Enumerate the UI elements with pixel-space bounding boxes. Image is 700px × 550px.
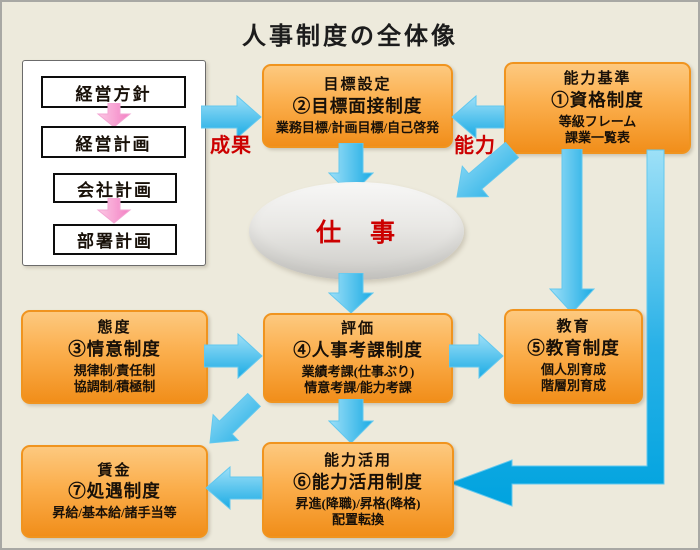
utilization-to-wage-arrow-icon bbox=[205, 465, 263, 511]
evaluation-system: ④人事考課制度 bbox=[293, 339, 423, 360]
box-ability-standard: 能力基準 ①資格制度 等級フレーム 課業一覧表 bbox=[504, 62, 691, 154]
attitude-to-evaluation-arrow-icon bbox=[204, 332, 263, 380]
pink-down-arrow-icon bbox=[96, 198, 132, 224]
attitude-detail: 協調制/積極制 bbox=[73, 378, 156, 394]
plan-box-dept-plan-label: 部署計画 bbox=[77, 232, 153, 251]
utilization-title: 能力活用 bbox=[323, 452, 392, 469]
goal-setting-detail: 業務目標/計画目標/自己啓発 bbox=[275, 119, 440, 135]
goal-setting-system: ②目標面接制度 bbox=[292, 95, 423, 116]
box-utilization: 能力活用 ⑥能力活用制度 昇進(降職)/昇格(降格) 配置転換 bbox=[262, 442, 454, 538]
wage-system: ⑦処遇制度 bbox=[68, 481, 161, 502]
utilization-detail: 昇進(降職)/昇格(降格) bbox=[295, 495, 421, 511]
ability-to-work-arrow-icon bbox=[456, 142, 520, 198]
attitude-system: ③情意制度 bbox=[68, 338, 161, 359]
box-goal-setting: 目標設定 ②目標面接制度 業務目標/計画目標/自己啓発 bbox=[262, 64, 453, 148]
results-label: 成果 bbox=[210, 135, 252, 157]
page-title: 人事制度の全体像 bbox=[242, 24, 458, 50]
plan-box-mgmt-plan: 経営計画 bbox=[41, 126, 186, 158]
management-plan-panel: 経営方針 経営計画 会社計画 部署計画 bbox=[22, 60, 206, 266]
goal-setting-title: 目標設定 bbox=[323, 77, 392, 94]
ability-label: 能力 bbox=[454, 135, 496, 157]
ability-standard-detail: 等級フレーム bbox=[558, 113, 637, 129]
utilization-detail: 配置転換 bbox=[331, 511, 384, 527]
wage-detail: 昇給/基本給/諸手当等 bbox=[52, 505, 177, 521]
plan-box-dept-plan: 部署計画 bbox=[53, 224, 177, 255]
plan-box-policy-label: 経営方針 bbox=[75, 84, 152, 104]
education-system: ⑤教育制度 bbox=[527, 338, 620, 359]
results-arrow-icon bbox=[201, 94, 262, 140]
work-to-evaluation-arrow-icon bbox=[328, 273, 374, 314]
ability-standard-system: ①資格制度 bbox=[551, 89, 644, 110]
pink-down-arrow-icon bbox=[96, 103, 132, 128]
ability-standard-title: 能力基準 bbox=[563, 70, 632, 87]
plan-box-mgmt-plan-label: 経営計画 bbox=[75, 134, 152, 154]
box-evaluation: 評価 ④人事考課制度 業績考課(仕事ぶり) 情意考課/能力考課 bbox=[263, 313, 453, 403]
education-detail: 階層別育成 bbox=[540, 378, 606, 394]
evaluation-detail: 業績考課(仕事ぶり) bbox=[301, 363, 415, 379]
attitude-detail: 規律制/責任制 bbox=[73, 362, 156, 378]
ability-to-utilization-connector-icon bbox=[448, 149, 665, 507]
ability-to-education-arrow-icon bbox=[549, 149, 595, 314]
evaluation-to-education-arrow-icon bbox=[449, 332, 504, 380]
evaluation-to-wage-arrow-icon bbox=[209, 392, 262, 444]
work-ellipse: 仕 事 bbox=[249, 182, 464, 280]
work-label: 仕 事 bbox=[315, 220, 397, 247]
evaluation-to-utilization-arrow-icon bbox=[328, 399, 374, 444]
ability-arrow-icon bbox=[451, 94, 505, 140]
evaluation-title: 評価 bbox=[340, 320, 375, 337]
education-title: 教育 bbox=[556, 319, 591, 336]
box-wage: 賃金 ⑦処遇制度 昇給/基本給/諸手当等 bbox=[21, 445, 208, 538]
wage-title: 賃金 bbox=[97, 462, 132, 479]
plan-box-company-plan-label: 会社計画 bbox=[77, 180, 153, 200]
ability-standard-detail: 課業一覧表 bbox=[564, 129, 630, 145]
attitude-title: 態度 bbox=[97, 319, 132, 336]
box-education: 教育 ⑤教育制度 個人別育成 階層別育成 bbox=[504, 309, 643, 404]
box-attitude: 態度 ③情意制度 規律制/責任制 協調制/積極制 bbox=[21, 310, 208, 404]
utilization-system: ⑥能力活用制度 bbox=[293, 471, 423, 492]
evaluation-detail: 情意考課/能力考課 bbox=[304, 379, 412, 395]
education-detail: 個人別育成 bbox=[540, 362, 606, 378]
